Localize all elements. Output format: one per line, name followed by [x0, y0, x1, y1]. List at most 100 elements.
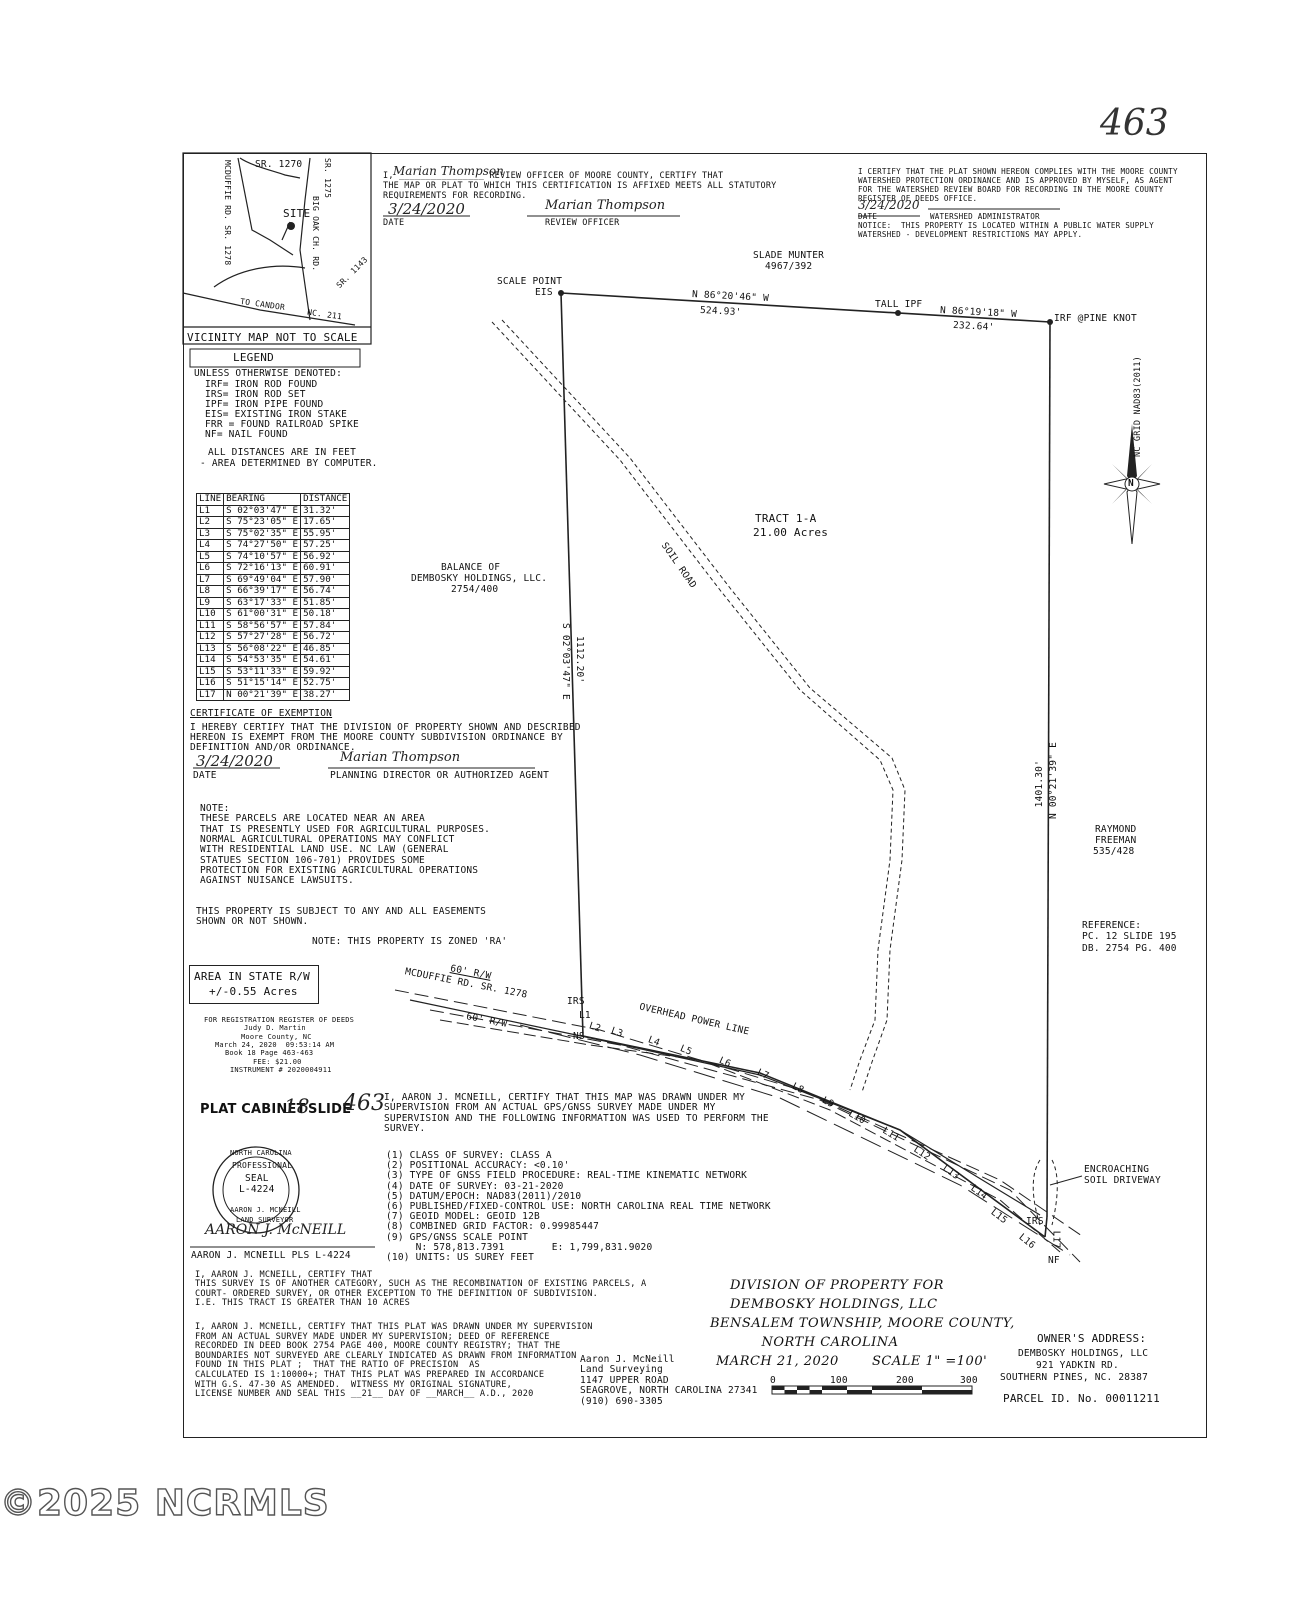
- survey-item-line-1: (1) CLASS OF SURVEY: CLASS A: [386, 1150, 552, 1161]
- line-table-distance: 38.27': [300, 688, 351, 701]
- title-line-4: NORTH CAROLINA: [761, 1335, 899, 1350]
- watershed-notice-2: WATERSHED - DEVELOPMENT RESTRICTIONS MAY…: [858, 230, 1083, 239]
- legend-line-3: IRS= IRON ROD SET: [205, 389, 306, 400]
- nf-label: NF: [1048, 1255, 1060, 1266]
- line-table-bearing: S 66°39'17" E: [223, 585, 302, 598]
- watershed-line-1: I CERTIFY THAT THE PLAT SHOWN HEREON COM…: [858, 167, 1178, 176]
- line-table-line: L12: [195, 631, 225, 644]
- ag-note-line-2: THESE PARCELS ARE LOCATED NEAR AN AREA: [200, 813, 425, 825]
- review-cert-line-3: REQUIREMENTS FOR RECORDING.: [383, 191, 527, 201]
- vicinity-map-frame: [182, 152, 372, 345]
- line-table-bearing: S 57°27'28" E: [223, 631, 302, 644]
- watershed-date-hand: 3/24/2020: [858, 198, 920, 212]
- watershed-date-label: DATE: [858, 212, 878, 221]
- balance-1: BALANCE OF: [441, 562, 501, 573]
- line-table-line: L4: [195, 539, 225, 552]
- grid-label: NC GRID NAD83(2011): [1133, 356, 1143, 458]
- scale-tick-0: 0: [770, 1375, 776, 1386]
- irf-pine-knot: IRF @PINE KNOT: [1054, 313, 1137, 324]
- survey-item-line-6: (6) PUBLISHED/FIXED-CONTROL USE: NORTH C…: [386, 1201, 771, 1212]
- surveyor-seal: [212, 1146, 300, 1234]
- category-cert-line-1: I, AARON J. McNEILL, CERTIFY THAT: [195, 1270, 373, 1280]
- scale-point-2: EIS: [535, 287, 553, 298]
- easement-line-1: THIS PROPERTY IS SUBJECT TO ANY AND ALL …: [196, 906, 487, 917]
- firm-line-2: Land Surveying: [580, 1364, 663, 1376]
- title-date: MARCH 21, 2020: [716, 1354, 839, 1369]
- area-rw-box: [189, 965, 319, 1004]
- reference-3: DB. 2754 PG. 400: [1082, 943, 1177, 954]
- vicinity-sr1270: SR. 1270: [255, 159, 303, 170]
- review-officer-signature: Marian Thompson: [545, 198, 666, 213]
- seal-text-name: AARON J. McNEILL: [230, 1206, 301, 1214]
- title-scale: SCALE 1" =100': [872, 1354, 988, 1369]
- precision-cert-line-4: BOUNDARIES NOT SURVEYED ARE CLEARLY INDI…: [195, 1350, 577, 1361]
- legend-line-6: FRR = FOUND RAILROAD SPIKE: [205, 419, 359, 430]
- survey-item-line-10: N: 578,813.7391 E: 1,799,831.9020: [386, 1241, 653, 1253]
- reference-2: PC. 12 SLIDE 195: [1082, 931, 1177, 942]
- scale-point-1: SCALE POINT: [497, 276, 563, 287]
- survey-item-line-3: (3) TYPE OF GNSS FIELD PROCEDURE: REAL-T…: [386, 1170, 748, 1182]
- adjoiner-north-2: 4967/392: [765, 261, 813, 272]
- vicinity-site-label: SITE: [283, 207, 311, 220]
- plat-cabinet-number: 18: [284, 1094, 310, 1118]
- survey-item-line-8: (8) COMBINED GRID FACTOR: 0.99985447: [386, 1221, 600, 1233]
- scale-tick-200: 200: [896, 1375, 914, 1386]
- line-table-line: L8: [195, 585, 225, 598]
- line-table-distance: 60.91': [300, 562, 351, 575]
- survey-item-line-11: (10) UNITS: US SUREY FEET: [386, 1252, 534, 1263]
- survey-item-line-7: (7) GEOID MODEL: GEOID 12B: [386, 1211, 540, 1223]
- survey-item-line-5: (5) DATUM/EPOCH: NAD83(2011)/2010: [386, 1190, 582, 1202]
- line-table-header-line: LINE: [195, 493, 225, 506]
- review-date-label: DATE: [383, 218, 405, 228]
- watershed-line-4: REGISTER OF DEEDS OFFICE.: [858, 194, 978, 203]
- balance-2: DEMBOSKY HOLDINGS, LLC.: [411, 573, 548, 584]
- line-table-bearing: S 72°16'13" E: [223, 562, 302, 575]
- precision-cert-line-2: FROM AN ACTUAL SURVEY MADE UNDER MY SUPE…: [195, 1331, 550, 1342]
- precision-cert-line-5: FOUND IN THIS PLAT ; THAT THE RATIO OF P…: [195, 1360, 480, 1371]
- title-line-1: DIVISION OF PROPERTY FOR: [730, 1278, 944, 1293]
- line-table-line: L11: [195, 619, 225, 632]
- recording-stamp-line-1: FOR REGISTRATION REGISTER OF DEEDS: [204, 1016, 355, 1024]
- line-table-distance: 17.65': [300, 516, 351, 529]
- encroach-1: ENCROACHING: [1084, 1164, 1150, 1175]
- plat-slide-number: 463: [343, 1091, 385, 1116]
- north-letter: N: [1128, 478, 1134, 489]
- exemption-line-3: DEFINITION AND/OR ORDINANCE.: [190, 742, 356, 753]
- legend-line-1: UNLESS OTHERWISE DENOTED:: [194, 368, 342, 379]
- recording-stamp-line-6: FEE: $21.00: [253, 1057, 302, 1066]
- survey-cert-line-3: SUPERVISION AND THE FOLLOWING INFORMATIO…: [384, 1112, 769, 1124]
- exemption-date-label: DATE: [193, 770, 217, 781]
- north-dist-2: 232.64': [952, 319, 995, 334]
- precision-cert-line-8: LICENSE NUMBER AND SEAL THIS __21__ DAY …: [195, 1389, 534, 1400]
- line-table-distance: 59.92': [300, 665, 351, 678]
- line-table-bearing: N 00°21'39" E: [223, 688, 302, 701]
- line-table-distance: 57.84': [300, 619, 351, 632]
- l1-label: L1: [579, 1010, 591, 1021]
- vicinity-sr1275: SR. 1275: [323, 158, 332, 199]
- adjoiner-east-3: 535/428: [1093, 846, 1135, 857]
- ns-label: NS: [573, 1031, 585, 1042]
- line-table-line: L3: [195, 527, 225, 540]
- line-table-line: L15: [195, 665, 225, 678]
- ag-note-line-7: PROTECTION FOR EXISTING AGRICULTURAL OPE…: [200, 864, 479, 876]
- plat-cabinet-label: PLAT CABINET: [200, 1102, 306, 1117]
- seal-text-top: NORTH CAROLINA: [230, 1149, 292, 1157]
- line-table-distance: 54.61': [300, 654, 351, 667]
- line-table-distance: 50.18': [300, 608, 351, 621]
- mls-watermark: ©2025 NCRMLS: [0, 1482, 330, 1524]
- ag-note-line-6: STATUES SECTION 106-701) PROVIDES SOME: [200, 854, 425, 866]
- line-table-bearing: S 74°27'50" E: [223, 539, 302, 552]
- ag-note-line-5: WITH RESIDENTIAL LAND USE. NC LAW (GENER…: [200, 844, 449, 856]
- line-table-distance: 56.74': [300, 585, 351, 598]
- scale-tick-100: 100: [830, 1375, 848, 1386]
- irs-east: IRS: [1026, 1216, 1044, 1227]
- east-distance: 1401.30': [1034, 760, 1045, 808]
- category-cert-line-4: I.E. THIS TRACT IS GREATER THAN 10 ACRES: [195, 1297, 410, 1308]
- vicinity-mcduffie: MCDUFFIE RD. SR. 1278: [223, 160, 232, 266]
